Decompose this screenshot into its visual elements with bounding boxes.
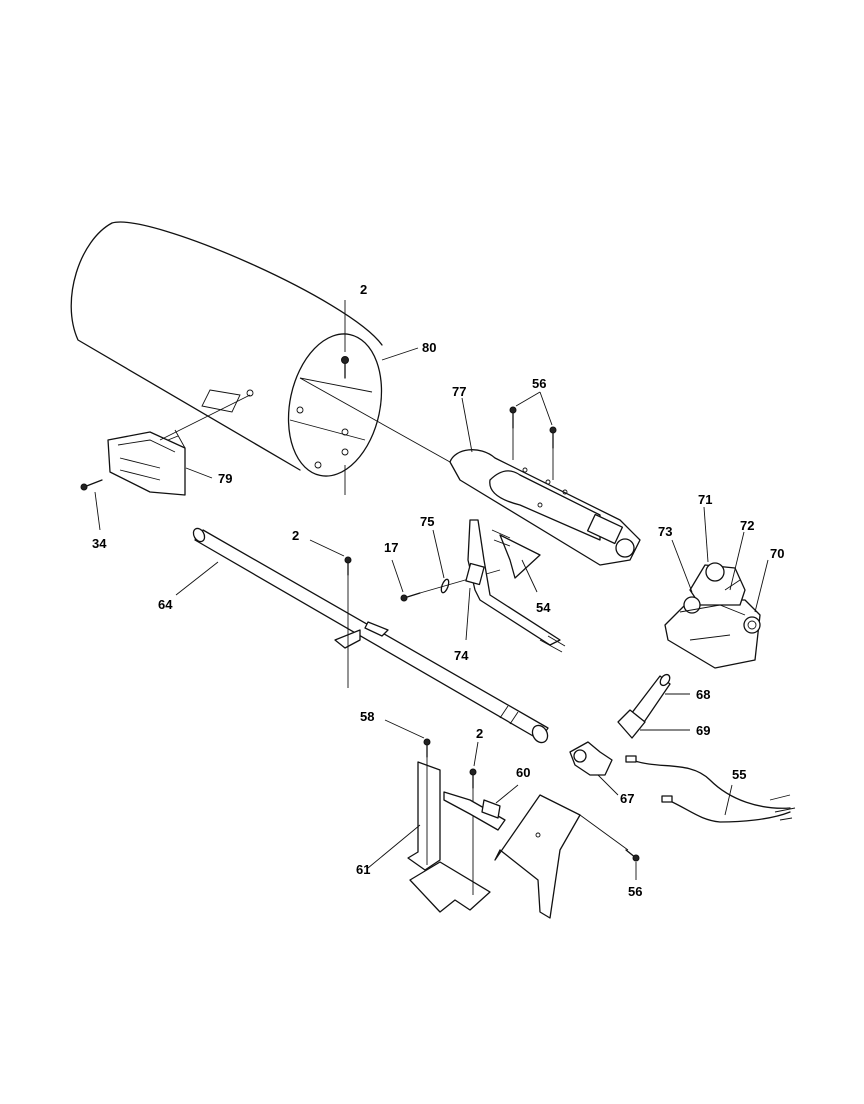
- screws-56-top: [509, 391, 557, 480]
- label-70: 70: [770, 546, 784, 561]
- label-60: 60: [516, 765, 530, 780]
- pipe-64: [192, 527, 549, 744]
- wire-harness-55: [625, 755, 796, 823]
- label-71: 71: [698, 492, 712, 507]
- gas-valve-70: [664, 562, 761, 669]
- label-80: 80: [422, 340, 436, 355]
- label-17: 17: [384, 540, 398, 555]
- leader-72: [729, 531, 745, 591]
- screw-2-middle: [309, 539, 352, 576]
- label-2-bottom: 2: [476, 726, 483, 741]
- label-34: 34: [92, 536, 107, 551]
- leader-71: [703, 506, 709, 563]
- label-73: 73: [658, 524, 672, 539]
- label-77: 77: [452, 384, 466, 399]
- bracket-61: [367, 719, 491, 913]
- screw-2-drum: [341, 300, 349, 379]
- label-56-bottom: 56: [628, 884, 642, 899]
- label-58: 58: [360, 709, 374, 724]
- fitting-67: [569, 741, 619, 796]
- nipple-68: [617, 673, 690, 739]
- label-75: 75: [420, 514, 434, 529]
- leader-80: [381, 347, 419, 361]
- label-68: 68: [696, 687, 710, 702]
- label-74: 74: [454, 648, 469, 663]
- label-69: 69: [696, 723, 710, 738]
- label-67: 67: [620, 791, 634, 806]
- label-56-top: 56: [532, 376, 546, 391]
- label-2-drum: 2: [360, 282, 367, 297]
- leader-79: [185, 467, 213, 479]
- leader-73: [671, 539, 693, 593]
- mounting-plate: [443, 741, 581, 919]
- label-64: 64: [158, 597, 173, 612]
- label-54: 54: [536, 600, 551, 615]
- label-72: 72: [740, 518, 754, 533]
- burner-77: [299, 377, 641, 566]
- label-61: 61: [356, 862, 370, 877]
- label-55: 55: [732, 767, 746, 782]
- leader-64: [175, 561, 219, 596]
- screw-56-bottom: [579, 814, 640, 880]
- drum-80: [70, 221, 383, 495]
- leader-70: [754, 559, 769, 613]
- label-79: 79: [218, 471, 232, 486]
- bracket-79: [107, 394, 251, 496]
- leader-77: [461, 397, 473, 453]
- label-2-middle: 2: [292, 528, 299, 543]
- screw-34: [80, 479, 103, 531]
- igniter-assembly: [391, 519, 566, 653]
